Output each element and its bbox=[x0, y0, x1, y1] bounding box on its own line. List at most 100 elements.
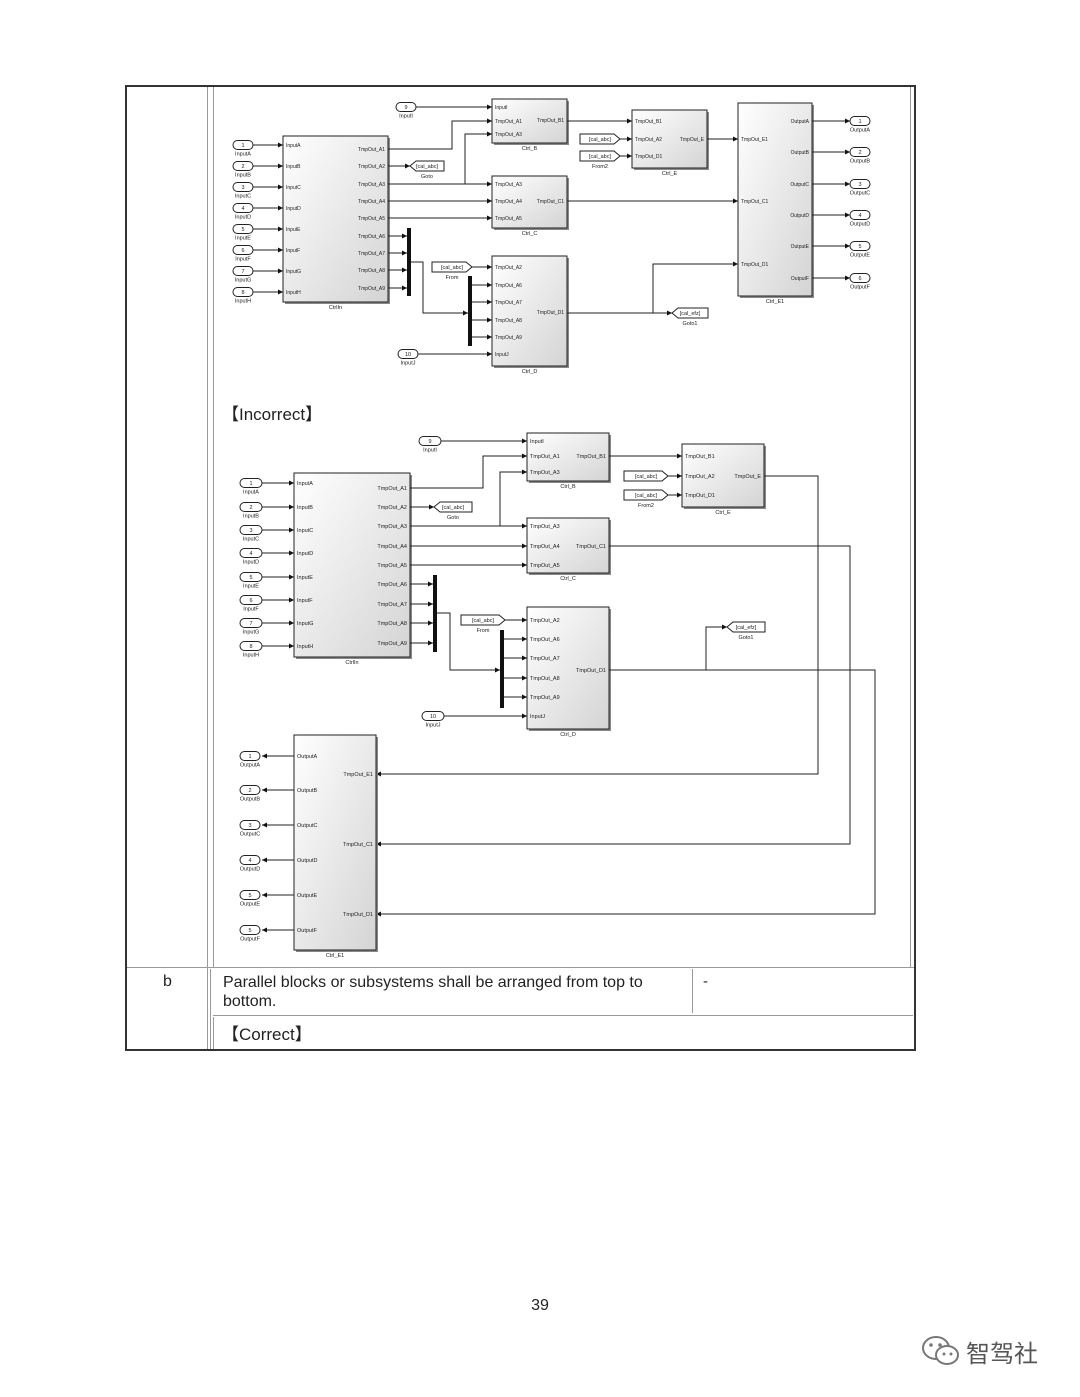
ctrl-c-input-label: TmpOut_A5 bbox=[495, 216, 522, 222]
ctrl-e1-block-title: Ctrl_E1 bbox=[326, 953, 344, 959]
goto-block bbox=[433, 501, 473, 513]
inport-number: 10 bbox=[405, 352, 411, 358]
table-row-divider bbox=[213, 1015, 913, 1016]
ctrl-d-output-label: TmpOut_D1 bbox=[537, 310, 564, 316]
inport-number: 3 bbox=[249, 528, 252, 534]
rule-text: Parallel blocks or subsystems shall be a… bbox=[223, 974, 643, 1010]
inport-number: 4 bbox=[241, 206, 244, 212]
outport-block bbox=[849, 273, 871, 283]
ctrl-e1-output-label: OutputB bbox=[791, 150, 810, 156]
signal-line bbox=[376, 545, 851, 847]
from-block-tag: [cal_abc] bbox=[472, 618, 494, 624]
ctrl-e-block-title: Ctrl_E bbox=[662, 171, 678, 177]
outport-number: 5 bbox=[248, 893, 251, 899]
ctrl-e1-output-label: OutputA bbox=[791, 119, 810, 125]
outport-block bbox=[239, 925, 261, 935]
ctrlin-output-label: TmpOut_A5 bbox=[377, 563, 407, 569]
inport-name: InputI bbox=[399, 114, 413, 120]
ctrlin-output-label: TmpOut_A9 bbox=[358, 286, 385, 292]
inport-number: 3 bbox=[241, 185, 244, 191]
ctrl-e-output-label: TmpOut_E bbox=[734, 474, 761, 480]
table-col-divider bbox=[213, 87, 214, 967]
outport-block bbox=[239, 751, 261, 761]
outport-block bbox=[239, 785, 261, 795]
ctrlin-output-label: TmpOut_A6 bbox=[377, 582, 407, 588]
signal-line bbox=[410, 469, 527, 527]
inport-name: InputC bbox=[235, 194, 251, 200]
ctrl-e1-block bbox=[293, 734, 377, 951]
ctrl-e-block bbox=[631, 109, 708, 169]
incorrect-label: 【Incorrect】 bbox=[222, 405, 323, 424]
signal-line bbox=[652, 261, 738, 313]
ctrl-e-input-label: TmpOut_B1 bbox=[685, 454, 715, 460]
ctrlin-output-label: TmpOut_A8 bbox=[377, 621, 407, 627]
ctrlin-input-label: InputB bbox=[297, 505, 313, 511]
inport-name: InputF bbox=[243, 607, 259, 613]
from2b-block bbox=[579, 150, 621, 162]
goto1-block-tag: [cal_efz] bbox=[736, 625, 757, 631]
goto1-block bbox=[671, 307, 709, 319]
ctrl-e1-output-label: OutputD bbox=[297, 858, 318, 864]
ctrl-e1-input-label: TmpOut_C1 bbox=[741, 199, 768, 205]
watermark: 智驾社 bbox=[918, 1330, 1058, 1370]
ctrl-e1-output-label: OutputC bbox=[297, 823, 318, 829]
goto-block bbox=[409, 160, 445, 172]
goto-block-tag: [cal_abc] bbox=[442, 505, 464, 511]
ctrl-e1-output-label: OutputF bbox=[297, 928, 318, 934]
ctrl-e1-input-label: TmpOut_E1 bbox=[343, 772, 373, 778]
ctrl-d-input-label: InputJ bbox=[530, 714, 545, 720]
ctrl-c-input-label: TmpOut_A5 bbox=[530, 563, 560, 569]
table-col-divider bbox=[692, 969, 693, 1013]
inport-name: InputD bbox=[235, 215, 251, 221]
outport-name: OutputB bbox=[240, 797, 261, 803]
ctrlin-output-label: TmpOut_A8 bbox=[358, 268, 385, 274]
ctrl-d-input-label: TmpOut_A8 bbox=[530, 676, 560, 682]
ctrl-c-input-label: TmpOut_A4 bbox=[495, 199, 522, 205]
inport-number: 5 bbox=[249, 575, 252, 581]
ctrl-d-input-label: TmpOut_A6 bbox=[495, 283, 522, 289]
ctrl-e1-output-label: OutputD bbox=[790, 213, 809, 219]
ctrl-e1-output-label: OutputB bbox=[297, 788, 318, 794]
outport-number: 2 bbox=[858, 150, 861, 156]
ctrl-c-input-label: TmpOut_A3 bbox=[495, 182, 522, 188]
ctrlin-output-label: TmpOut_A1 bbox=[358, 147, 385, 153]
goto1-block-name: Goto1 bbox=[683, 321, 698, 327]
ctrl-b-block bbox=[526, 432, 610, 482]
ctrlin-input-label: InputF bbox=[297, 598, 313, 604]
ctrlin-input-label: InputH bbox=[297, 644, 313, 650]
inport-number: 6 bbox=[249, 598, 252, 604]
inport-number: 8 bbox=[249, 644, 252, 650]
ctrlin-output-label: TmpOut_A9 bbox=[377, 641, 407, 647]
ctrl-d-input-label: TmpOut_A7 bbox=[495, 300, 522, 306]
ctrl-e1-output-label: OutputA bbox=[297, 754, 318, 760]
ctrlin-input-label: InputC bbox=[297, 528, 313, 534]
inport-name: InputA bbox=[235, 152, 251, 158]
ctrl-d-input-label: TmpOut_A9 bbox=[495, 335, 522, 341]
ctrl-e-block bbox=[681, 443, 765, 508]
inport-name: InputI bbox=[423, 448, 437, 454]
from-block-name: From bbox=[477, 628, 490, 634]
ctrl-d-output-label: TmpOut_D1 bbox=[576, 668, 606, 674]
inport-number: 7 bbox=[249, 621, 252, 627]
ctrl-b-input-label: InputI bbox=[495, 105, 508, 111]
outport-name: OutputD bbox=[240, 867, 261, 873]
inport-name: InputH bbox=[235, 299, 251, 305]
signal-line bbox=[437, 612, 500, 673]
ctrlin-input-label: InputC bbox=[286, 185, 301, 191]
signal-line bbox=[376, 669, 876, 917]
page-number: 39 bbox=[531, 1297, 549, 1314]
from2b-block-name: From2 bbox=[638, 503, 654, 509]
ctrlin-output-label: TmpOut_A2 bbox=[358, 164, 385, 170]
ctrl-b-input-label: InputI bbox=[530, 439, 544, 445]
goto1-block bbox=[726, 621, 766, 633]
inport-number: 6 bbox=[241, 248, 244, 254]
outport-name: OutputE bbox=[240, 902, 261, 908]
outport-name: OutputB bbox=[850, 159, 871, 165]
ctrlin-output-label: TmpOut_A7 bbox=[377, 602, 407, 608]
signal-line bbox=[705, 624, 727, 670]
simulink-diagrams: 1InputA2InputB3InputC4InputD5InputE6Inpu… bbox=[232, 98, 876, 959]
ctrlin-block-title: CtrlIn bbox=[345, 660, 358, 666]
ctrlin-input-label: InputA bbox=[286, 143, 301, 149]
ctrl-d-block bbox=[526, 606, 610, 730]
ctrl-b-input-label: TmpOut_A3 bbox=[495, 132, 522, 138]
